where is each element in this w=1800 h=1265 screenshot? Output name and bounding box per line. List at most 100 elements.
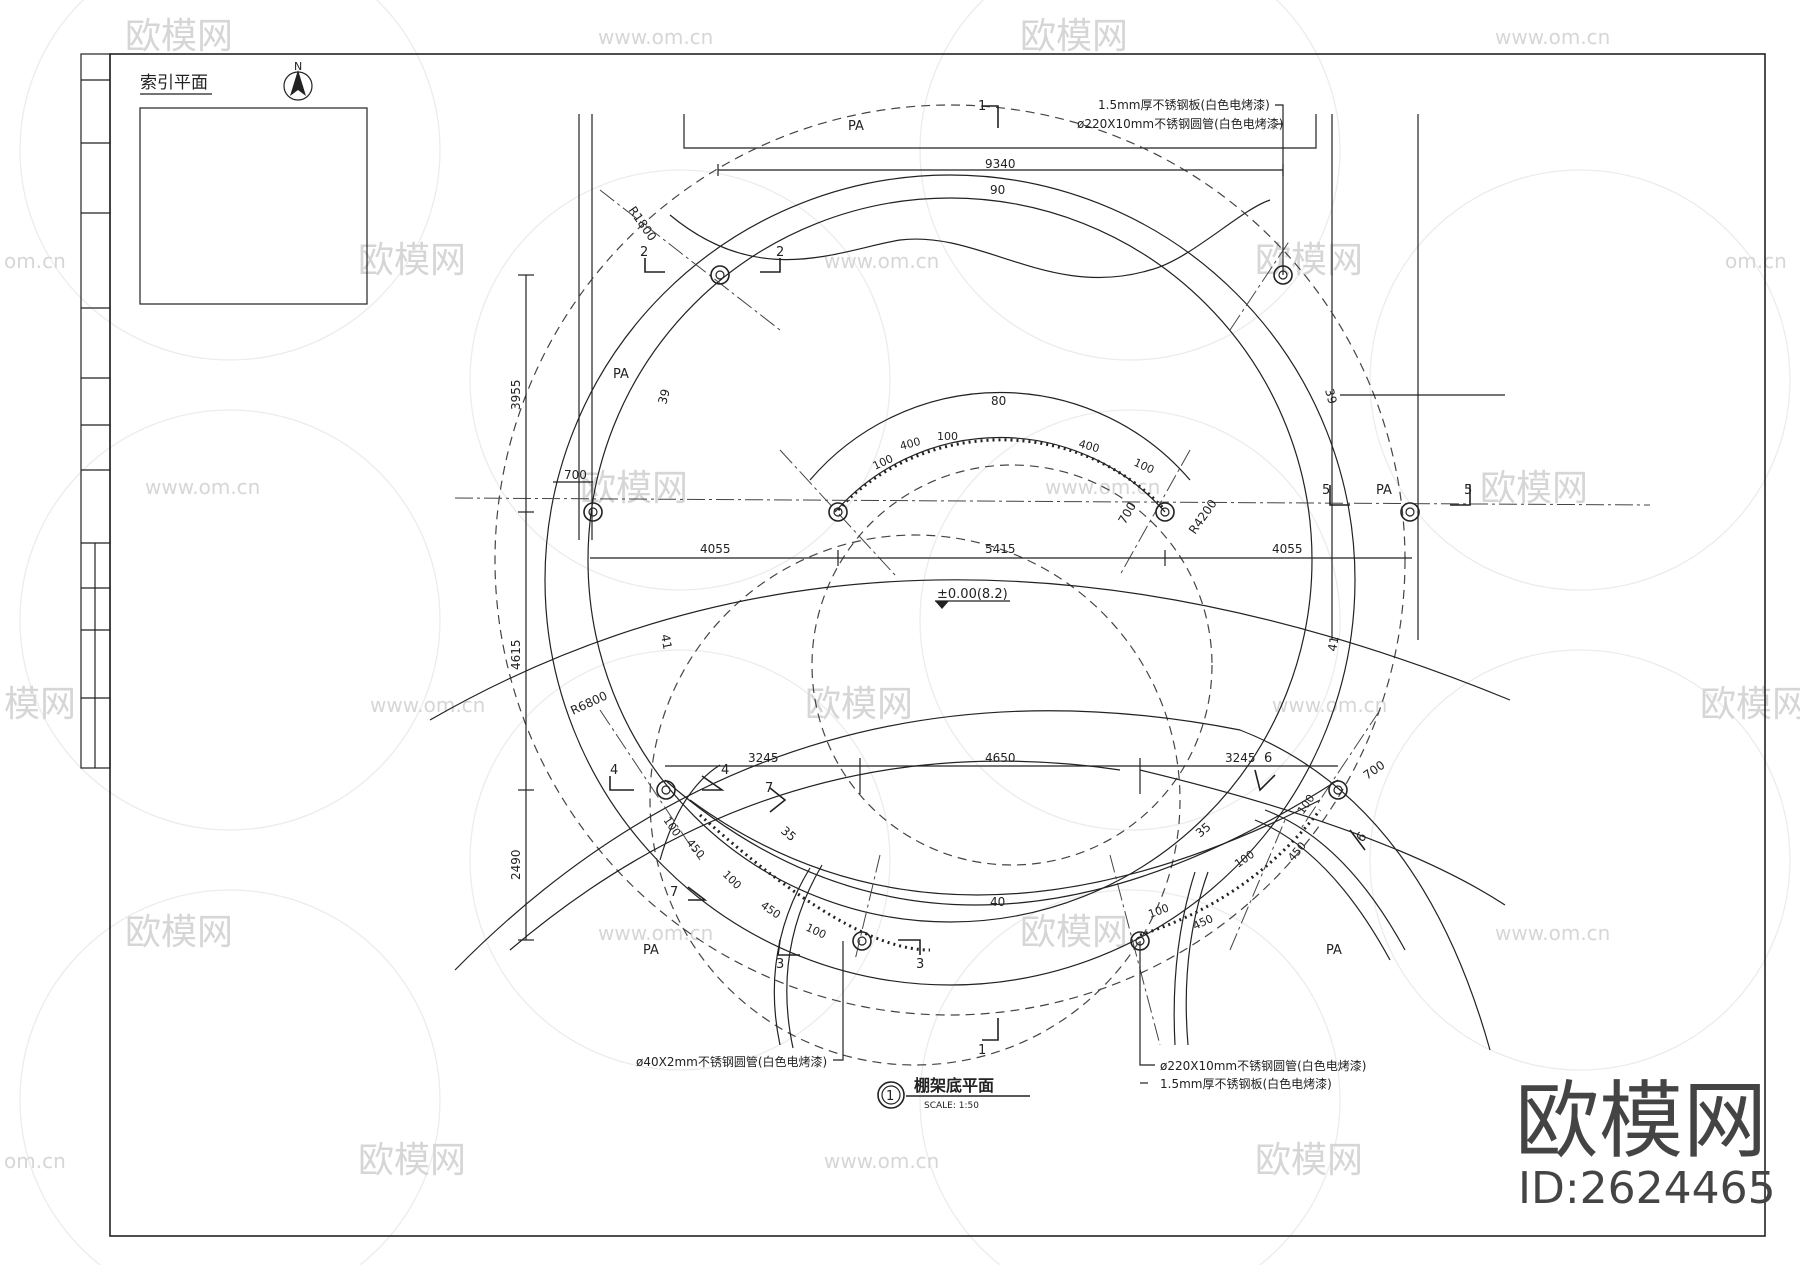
dim-9340: 9340 xyxy=(985,157,1016,171)
section-number: 2 xyxy=(640,245,648,260)
brand-watermark: 欧模网 ID:2624465 xyxy=(1515,1072,1776,1214)
watermark-url: www.om.cn xyxy=(145,475,260,499)
column-marker-icon xyxy=(1400,502,1420,522)
section-number: 1 xyxy=(978,99,986,114)
watermark-url: www.om.cn xyxy=(1495,921,1610,945)
dim-bottom-left: 100 xyxy=(720,868,744,892)
watermark-pattern xyxy=(19,0,1791,1265)
dim-700-left: 700 xyxy=(564,468,587,482)
angle-labels: 90 80 39 39 41 41 35 35 40 xyxy=(655,183,1341,909)
dim-bottom-right: 100 xyxy=(1147,901,1171,920)
watermark-brand: 欧模网 xyxy=(1020,16,1128,57)
dim-4650: 4650 xyxy=(985,751,1016,765)
column-marker-icon xyxy=(1155,502,1175,522)
level-marker: ±0.00(8.2) xyxy=(935,587,1010,609)
dim-bottom-right: 450 xyxy=(1285,839,1308,863)
dim-arc: 400 xyxy=(1077,437,1101,455)
dim-3955: 3955 xyxy=(509,379,523,410)
dim-bottom-right: 450 xyxy=(1191,912,1216,933)
index-plan-box xyxy=(139,107,368,305)
watermark-url: om.cn xyxy=(4,249,66,273)
drawing-title-text: 棚架底平面 xyxy=(914,1076,994,1095)
watermark-brand: 欧模网 xyxy=(1255,240,1363,281)
dim-4055-right: 4055 xyxy=(1272,542,1303,556)
watermark-url: om.cn xyxy=(4,1149,66,1173)
watermark-url: www.om.cn xyxy=(1272,693,1387,717)
column-marker-icon xyxy=(852,931,872,951)
title-strip xyxy=(80,53,111,769)
north-label: N xyxy=(294,60,302,73)
dim-arc: 100 xyxy=(937,430,958,443)
area-label: PA xyxy=(1326,943,1342,958)
watermark-brand: 欧模网 xyxy=(358,240,466,281)
watermark-logo-text: 欧模网 xyxy=(1515,1072,1767,1170)
dim-bottom-right: 100 xyxy=(1295,792,1318,817)
watermark-url: www.om.cn xyxy=(598,921,713,945)
dim-arc: 400 xyxy=(898,435,922,453)
radius-r6800: R6800 xyxy=(568,689,609,718)
column-marker-icon xyxy=(710,265,730,285)
area-label: PA xyxy=(848,119,864,134)
dim-bottom-left: 450 xyxy=(758,899,783,922)
leaders xyxy=(833,104,1284,1084)
dimension-lines xyxy=(518,164,1412,941)
watermark-texts: 欧模网 www.om.cn 欧模网 www.om.cn om.cn 欧模网 ww… xyxy=(4,16,1800,1181)
watermark-brand: 欧模网 xyxy=(1480,468,1588,509)
angle-label: 41 xyxy=(1325,635,1341,652)
level-value: ±0.00(8.2) xyxy=(937,587,1008,602)
dim-2490: 2490 xyxy=(509,849,523,880)
radius-r1800: R1800 xyxy=(626,204,660,244)
watermark-brand: 欧模网 xyxy=(125,912,233,953)
watermark-url: www.om.cn xyxy=(598,25,713,49)
dim-700-right: 700 xyxy=(1361,758,1388,783)
note-bottom-right-1: ø220X10mm不锈钢圆管(白色电烤漆) xyxy=(1160,1058,1366,1073)
notes: 1.5mm厚不锈钢板(白色电烤漆) ø220X10mm不锈钢圆管(白色电烤漆) … xyxy=(636,97,1366,1091)
column-marker-icon xyxy=(583,502,603,522)
sheet-border xyxy=(109,53,1766,1237)
section-number: 5 xyxy=(1464,483,1472,498)
watermark-url: www.om.cn xyxy=(370,693,485,717)
section-number: 5 xyxy=(1322,483,1330,498)
angle-label: 35 xyxy=(778,824,799,845)
section-number: 3 xyxy=(916,957,924,972)
dim-700-mid: 700 xyxy=(1115,500,1139,527)
watermark-brand: 欧模网 xyxy=(1255,1140,1363,1181)
columns xyxy=(583,265,1420,951)
dim-arc: 100 xyxy=(1132,456,1157,477)
index-plan-title: 索引平面 xyxy=(140,73,208,93)
angle-label: 40 xyxy=(990,895,1005,909)
angle-label: 90 xyxy=(990,183,1005,197)
watermark-id: ID:2624465 xyxy=(1518,1163,1776,1214)
area-label: PA xyxy=(1376,483,1392,498)
area-label: PA xyxy=(643,943,659,958)
dim-5415: 5415 xyxy=(985,542,1016,556)
angle-label: 39 xyxy=(1322,387,1339,405)
note-bottom-left: ø40X2mm不锈钢圆管(白色电烤漆) xyxy=(636,1054,827,1069)
column-marker-icon xyxy=(828,502,848,522)
area-labels: PA PA PA PA PA xyxy=(613,119,1392,958)
dim-4615: 4615 xyxy=(509,639,523,670)
watermark-brand: 模网 xyxy=(4,684,76,725)
section-number: 6 xyxy=(1354,830,1371,846)
drawing-scale: SCALE: 1:50 xyxy=(924,1101,979,1111)
watermark-url: www.om.cn xyxy=(824,1149,939,1173)
section-number: 6 xyxy=(1264,751,1272,766)
watermark-brand: 欧模网 xyxy=(805,684,913,725)
north-arrow-icon: N xyxy=(283,60,313,101)
note-top-2: ø220X10mm不锈钢圆管(白色电烤漆) xyxy=(1077,116,1283,131)
watermark-brand: 欧模网 xyxy=(358,1140,466,1181)
watermark-brand: 欧模网 xyxy=(1700,684,1800,725)
watermark-brand: 欧模网 xyxy=(1020,912,1128,953)
drawing-number: 1 xyxy=(886,1089,894,1104)
dim-3245-left: 3245 xyxy=(748,751,779,765)
watermark-brand: 欧模网 xyxy=(125,16,233,57)
note-top-1: 1.5mm厚不锈钢板(白色电烤漆) xyxy=(1098,97,1270,112)
section-number: 4 xyxy=(610,763,618,778)
drawing-title: 1 棚架底平面 SCALE: 1:50 xyxy=(877,1076,1030,1111)
watermark-url: www.om.cn xyxy=(1495,25,1610,49)
note-bottom-right-2: 1.5mm厚不锈钢板(白色电烤漆) xyxy=(1160,1076,1332,1091)
dim-4055-left: 4055 xyxy=(700,542,731,556)
section-number: 7 xyxy=(765,781,773,796)
angle-label: 39 xyxy=(655,387,672,405)
